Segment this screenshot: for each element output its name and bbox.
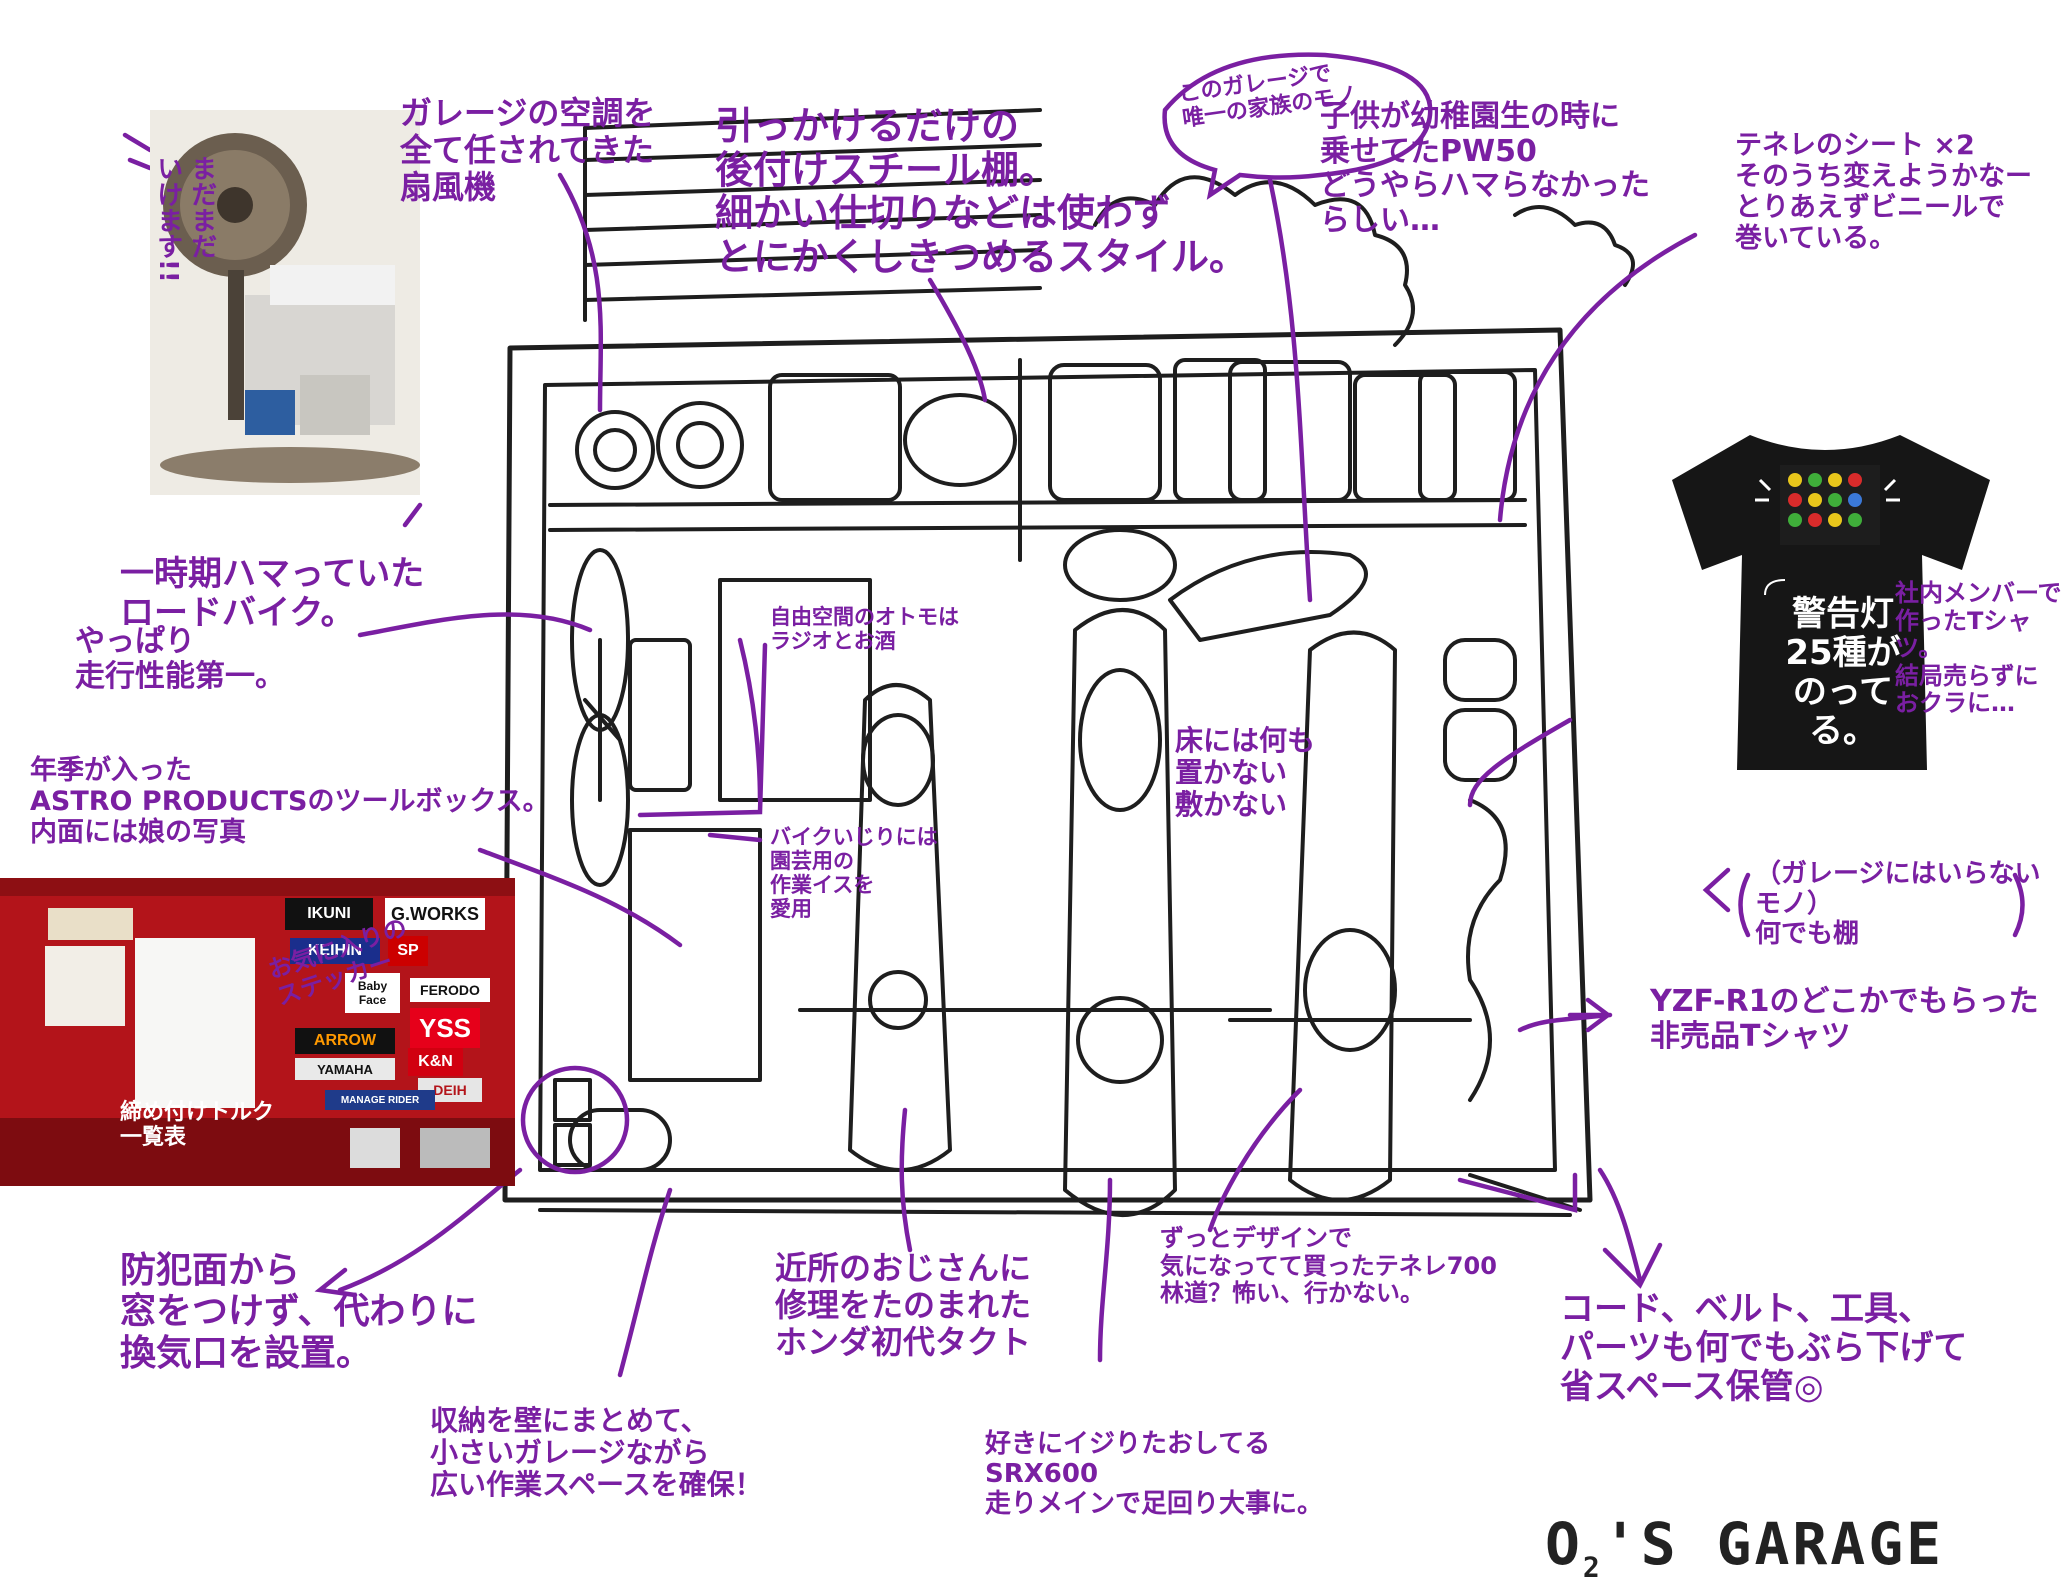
shirt-photo: 警告灯 25種が のってる。 [1655,395,2000,790]
chair-note: バイクいじりには 園芸用の 作業イスを 愛用 [770,825,938,922]
tenere-note: ずっとデザインで 気になってて買ったテネレ700 林道？怖い、行かない。 [1160,1224,1497,1308]
hang-storage-note: コード、ベルト、工具、 パーツも何でもぶら下げて 省スペース保管◎ [1560,1289,1968,1408]
wall-shelf-note: （ガレージにはいらないモノ） 何でも棚 [1755,859,2041,949]
vent-note: 防犯面から 窓をつけず、代わりに 換気口を設置。 [120,1250,478,1374]
sticker-kn: K&N [408,1048,463,1076]
brand-prefix: O [1545,1510,1583,1578]
sticker-sp: SP [388,936,428,966]
floor-note: 床には何も 置かない 敷かない [1175,724,1316,822]
storage-note: 収納を壁にまとめて、 小さいガレージながら 広い作業スペースを確保！ [430,1404,763,1502]
brand-logo: O2'S GARAGE [1545,1510,1944,1584]
fan-note: ガレージの空調を 全て任されてきた 扇風機 [400,94,656,206]
brand-subscript: 2 [1582,1550,1603,1584]
brand-suffix: 'S GARAGE [1602,1510,1945,1578]
sticker-keihin: KEIHIN [290,938,380,964]
fan-side-note: まだまだ いけます!! [152,155,217,283]
shirt-print-text: 警告灯 25種が のってる。 [1785,594,1901,752]
sticker-babyface: Baby Face [345,973,400,1013]
toolbox-note: 年季が入った ASTRO PRODUCTSのツールボックス。 内面には娘の写真 [30,755,550,849]
fan-photo [150,110,420,495]
fan-icon [150,110,420,495]
sticker-ikuni: IKUNI [285,898,373,930]
pw50-note: 子供が幼稚園生の時に 乗せてたPW50 どうやらハマらなかった らしい… [1320,99,1650,238]
sticker-ferodo: FERODO [410,978,490,1002]
seat-note: テネレのシート ×2 そのうち変えようかなー とりあえずビニールで 巻いている。 [1735,130,2032,255]
shelf-note: 引っかけるだけの 後付けスチール棚。 細かい仕切りなどは使わず とにかくしきつめ… [715,104,1248,280]
sticker-manage-rider: MANAGE RIDER [325,1090,435,1110]
srx-note: 好きにイジりたおしてる SRX600 走りメインで足回り大事に。 [985,1429,1324,1519]
sticker-gworks: G.WORKS [385,898,485,930]
roadbike-note: 一時期ハマっていた ロードバイク。 [120,554,425,634]
radio-note: 自由空間のオトモは ラジオとお酒 [770,605,959,654]
r1-shirt-note: YZF-R1のどこかでもらった 非売品Tシャツ [1650,984,2039,1054]
sticker-arrow: ARROW [295,1028,395,1054]
tact-note: 近所のおじさんに 修理をたのまれた ホンダ初代タクト [775,1249,1032,1361]
sticker-yamaha: YAMAHA [295,1058,395,1080]
sticker-yss: YSS [410,1008,480,1048]
torque-note: 締め付けトルク 一覧表 [120,1100,275,1151]
shirt-note: 社内メンバーで 作ったTシャツ。 結局売らずに おクラに… [1895,579,2062,718]
roadbike-note-2: やっぱり 走行性能第一。 [75,624,285,694]
toolbox-photo: IKUNI G.WORKS KEIHIN SP Baby Face FERODO… [0,878,515,1186]
tshirt-icon [1672,435,1990,770]
